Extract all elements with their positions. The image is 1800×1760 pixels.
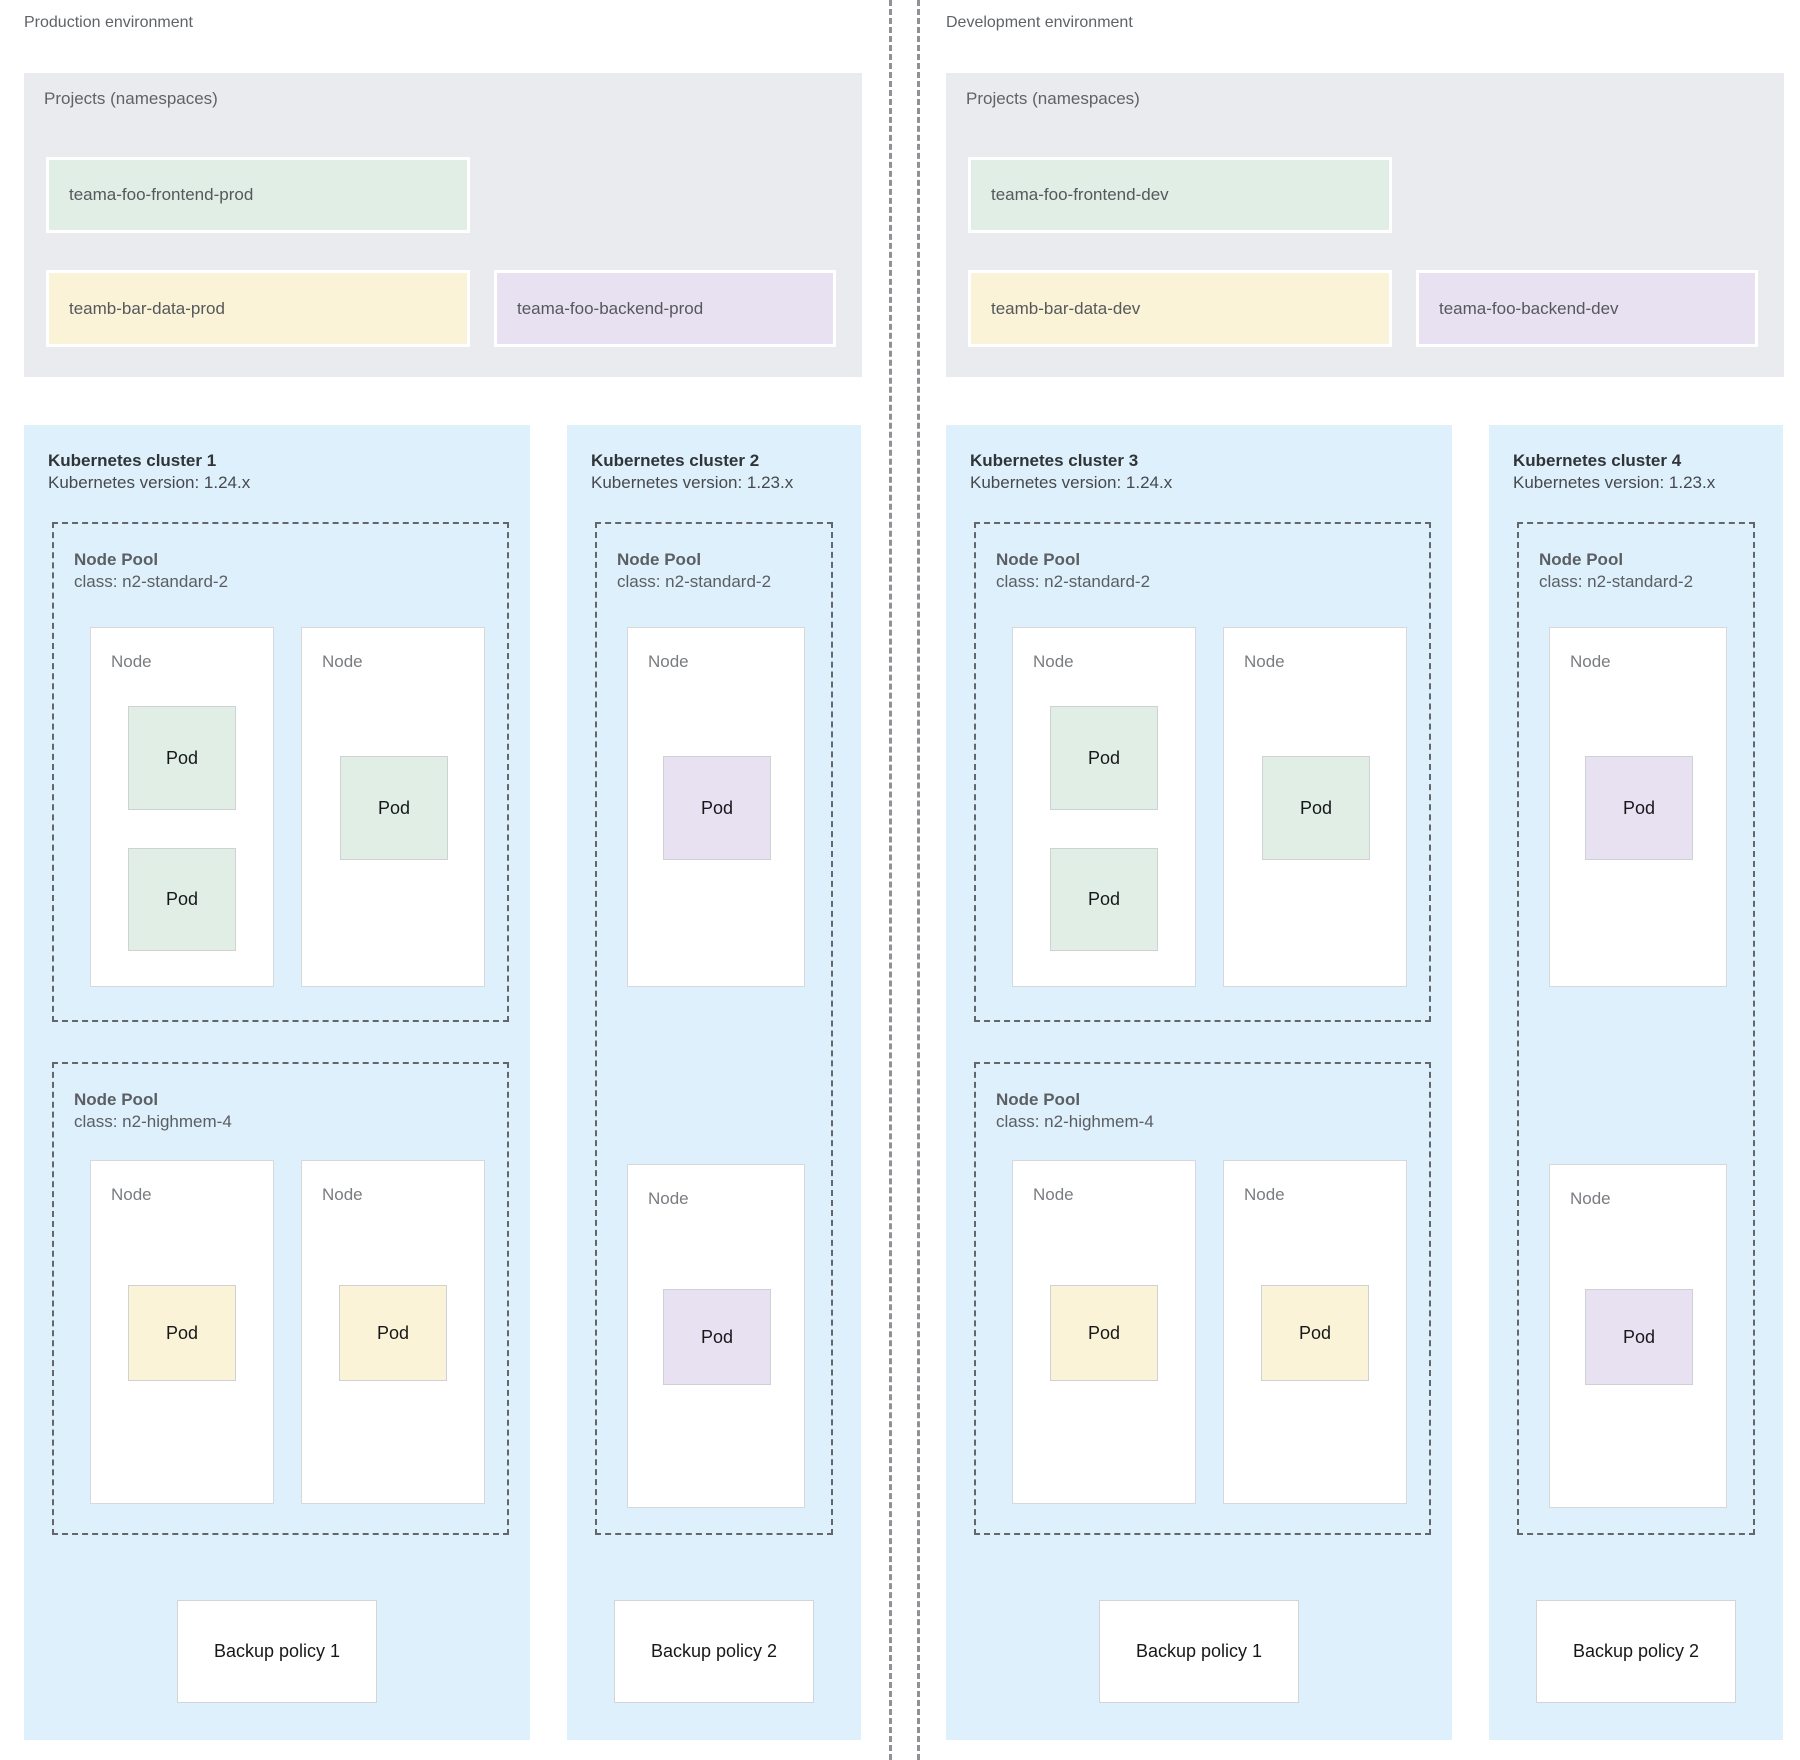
cluster-version: Kubernetes version: 1.24.x: [48, 473, 251, 492]
pod-box: Pod: [1585, 756, 1693, 860]
pod-box: Pod: [1585, 1289, 1693, 1385]
namespace-box-teama-foo-frontend-prod: teama-foo-frontend-prod: [46, 157, 470, 233]
namespace-label: teama-foo-backend-dev: [1439, 298, 1619, 318]
node-pool-class: class: n2-standard-2: [1539, 572, 1694, 591]
node-label: Node: [322, 1185, 363, 1204]
node-label: Node: [111, 652, 152, 671]
environment-divider-line-left: [889, 0, 892, 1760]
node-pool-title: Node Pool: [74, 1090, 159, 1109]
namespace-label: teamb-bar-data-dev: [991, 298, 1141, 318]
pod-box: Pod: [1050, 706, 1158, 810]
namespace-box-teama-foo-backend-dev: teama-foo-backend-dev: [1416, 270, 1758, 347]
projects-box: Projects (namespaces) teama-foo-frontend-…: [946, 73, 1784, 377]
pod-box: Pod: [128, 706, 236, 810]
namespace-label: teama-foo-frontend-prod: [69, 185, 254, 204]
backup-policy-box: Backup policy 1: [1099, 1600, 1299, 1703]
pod-box: Pod: [663, 756, 771, 860]
node-pool-title: Node Pool: [1539, 550, 1624, 569]
node-pool-title: Node Pool: [996, 550, 1081, 569]
namespace-label: teama-foo-backend-prod: [517, 298, 704, 318]
namespace-label: teamb-bar-data-prod: [69, 298, 225, 318]
cluster-version: Kubernetes version: 1.23.x: [591, 473, 794, 492]
backup-policy-box: Backup policy 1: [177, 1600, 377, 1703]
node-label: Node: [648, 1189, 689, 1208]
node-label: Node: [322, 652, 363, 671]
backup-policy-box: Backup policy 2: [1536, 1600, 1736, 1703]
environment-label: Production environment: [24, 14, 193, 31]
namespace-label: teama-foo-frontend-dev: [991, 185, 1169, 204]
node-label: Node: [1033, 652, 1074, 671]
pod-box: Pod: [339, 1285, 447, 1381]
pod-box: Pod: [1261, 1285, 1369, 1381]
cluster-version: Kubernetes version: 1.24.x: [970, 473, 1173, 492]
environment-label: Development environment: [946, 14, 1133, 31]
backup-policy-box: Backup policy 2: [614, 1600, 814, 1703]
cluster-version: Kubernetes version: 1.23.x: [1513, 473, 1716, 492]
cluster-title: Kubernetes cluster 2: [591, 451, 760, 470]
node-label: Node: [1570, 652, 1611, 671]
cluster-title: Kubernetes cluster 1: [48, 451, 217, 470]
namespace-box-teamb-bar-data-prod: teamb-bar-data-prod: [46, 270, 470, 347]
node-label: Node: [111, 1185, 152, 1204]
pod-box: Pod: [1262, 756, 1370, 860]
node-pool-class: class: n2-highmem-4: [74, 1112, 232, 1131]
projects-title: Projects (namespaces): [44, 89, 218, 108]
cluster-title: Kubernetes cluster 4: [1513, 451, 1682, 470]
node-label: Node: [648, 652, 689, 671]
environment-divider-line-right: [917, 0, 920, 1760]
node-pool-class: class: n2-standard-2: [74, 572, 229, 591]
projects-title: Projects (namespaces): [966, 89, 1140, 108]
namespace-box-teamb-bar-data-dev: teamb-bar-data-dev: [968, 270, 1392, 347]
namespace-box-teama-foo-frontend-dev: teama-foo-frontend-dev: [968, 157, 1392, 233]
node-pool-title: Node Pool: [617, 550, 702, 569]
pod-box: Pod: [1050, 848, 1158, 951]
pod-box: Pod: [663, 1289, 771, 1385]
pod-box: Pod: [1050, 1285, 1158, 1381]
node-label: Node: [1244, 1185, 1285, 1204]
pod-box: Pod: [340, 756, 448, 860]
node-pool-title: Node Pool: [74, 550, 159, 569]
pod-box: Pod: [128, 1285, 236, 1381]
node-pool-class: class: n2-standard-2: [996, 572, 1151, 591]
projects-box: Projects (namespaces) teama-foo-frontend-…: [24, 73, 862, 377]
node-pool-class: class: n2-highmem-4: [996, 1112, 1154, 1131]
kubernetes-cluster-4: Kubernetes cluster 4 Kubernetes version: …: [1489, 425, 1783, 1740]
node-label: Node: [1570, 1189, 1611, 1208]
namespace-box-teama-foo-backend-prod: teama-foo-backend-prod: [494, 270, 836, 347]
cluster-title: Kubernetes cluster 3: [970, 451, 1139, 470]
node-pool-title: Node Pool: [996, 1090, 1081, 1109]
kubernetes-cluster-2: Kubernetes cluster 2 Kubernetes version: …: [567, 425, 861, 1740]
kubernetes-cluster-3: Kubernetes cluster 3 Kubernetes version: …: [946, 425, 1452, 1740]
node-label: Node: [1033, 1185, 1074, 1204]
node-label: Node: [1244, 652, 1285, 671]
pod-box: Pod: [128, 848, 236, 951]
node-pool-class: class: n2-standard-2: [617, 572, 772, 591]
kubernetes-cluster-1: Kubernetes cluster 1 Kubernetes version: …: [24, 425, 530, 1740]
